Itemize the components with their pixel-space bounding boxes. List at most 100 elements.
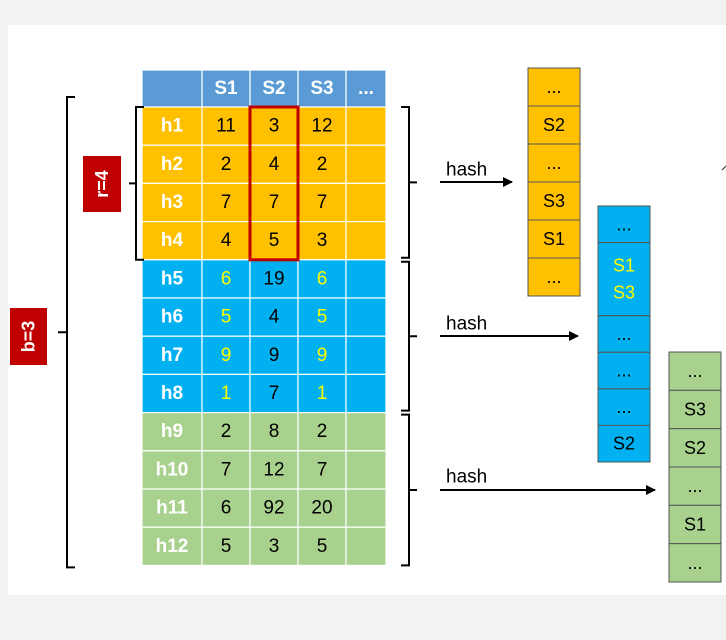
table-header-cell: [201, 69, 251, 108]
table-header-cell: [249, 69, 299, 108]
table-cell: [345, 488, 387, 528]
cell-value: 4: [221, 230, 232, 251]
cell-value: 9: [221, 345, 232, 366]
bucket-item: ...: [687, 361, 702, 381]
table-cell: [345, 412, 387, 452]
cell-value: 9: [317, 345, 328, 366]
rows-per-band-label: r=4: [83, 156, 121, 212]
bucket-item: S2: [543, 115, 565, 135]
table-cell: [201, 221, 251, 261]
table-cell: [297, 373, 347, 414]
table-cell: [297, 297, 347, 337]
cell-value: 2: [317, 421, 328, 442]
hash-label: hash: [446, 467, 487, 488]
bucket-cell: [668, 351, 722, 391]
cell-value: 6: [221, 498, 232, 519]
cell-value: 2: [221, 421, 232, 442]
cell-value: 9: [269, 345, 280, 366]
row-label: h11: [156, 498, 188, 519]
row-label: h10: [156, 459, 189, 480]
bucket-item: ...: [616, 397, 631, 417]
bucket-cell: [527, 219, 581, 259]
bucket-item: ...: [616, 214, 631, 234]
cell-value: 11: [216, 116, 236, 137]
cell-value: 7: [269, 192, 280, 213]
bucket-item: ...: [687, 553, 702, 573]
table-cell: [345, 144, 387, 184]
bucket-item: S1: [684, 515, 706, 535]
cell-value: 92: [263, 498, 284, 519]
rows-per-band-label-text: r=4: [92, 170, 112, 198]
rows-per-band-label-box: [83, 156, 121, 212]
row-label: h5: [161, 268, 184, 289]
hash-label: hash: [446, 314, 487, 335]
table-cell: [201, 182, 251, 223]
row-label: h6: [161, 307, 183, 328]
bucket-item: ...: [546, 77, 561, 97]
cell-value: 7: [317, 192, 328, 213]
table-cell: [201, 488, 251, 528]
cell-value: 1: [221, 383, 232, 404]
bucket-cell: [668, 389, 722, 430]
table-cell: [297, 144, 347, 184]
cell-value: 1: [317, 383, 328, 404]
band3-brace: [401, 413, 417, 567]
table-cell: [297, 488, 347, 528]
cell-value: 3: [269, 116, 280, 137]
table-cell: [345, 221, 387, 261]
cell-value: 3: [317, 230, 328, 251]
cell-value: 2: [221, 154, 232, 175]
table-header-cell: [141, 69, 203, 108]
table-cell: [345, 106, 387, 146]
band2-brace: [401, 260, 417, 412]
table-cell: [201, 259, 251, 299]
table-cell: [141, 488, 203, 528]
bucket-item: ...: [546, 153, 561, 173]
hash-bucket-table-1: ...S2...S3S1...: [527, 67, 581, 297]
table-cell: [249, 221, 299, 261]
column-header-S2: S2: [262, 78, 285, 99]
table-cell: [249, 526, 299, 567]
bucket-item: ...: [687, 476, 702, 496]
cell-value: 7: [221, 192, 232, 213]
bands-brace: [58, 96, 75, 569]
bucket-item: S3: [613, 283, 635, 303]
cell-value: 5: [221, 307, 232, 328]
band1-brace: [401, 106, 417, 259]
bands-count-label-box: [10, 308, 47, 365]
table-header-cell: [345, 69, 387, 108]
bands-count-label: b=3: [10, 308, 47, 365]
row-label: h4: [161, 230, 184, 251]
bucket-cell: [668, 543, 722, 583]
bucket-item: S3: [543, 191, 565, 211]
bucket-cell: [597, 351, 651, 390]
bucket-item: S2: [613, 434, 635, 454]
cell-value: 3: [269, 536, 280, 557]
row-label: h1: [161, 116, 184, 137]
bucket-item: S1: [613, 256, 635, 276]
table-cell: [345, 450, 387, 490]
table-cell: [249, 259, 299, 299]
bucket-cell: [527, 67, 581, 107]
bucket-item: ...: [546, 267, 561, 287]
table-cell: [201, 144, 251, 184]
table-cell: [201, 526, 251, 567]
cell-value: 7: [269, 383, 280, 404]
bucket-item: ...: [616, 324, 631, 344]
cell-value: 6: [221, 268, 232, 289]
table-cell: [141, 259, 203, 299]
cell-value: 4: [269, 154, 280, 175]
rows-brace: [129, 106, 144, 261]
bucket-cell: [527, 257, 581, 297]
bucket-cell: [597, 242, 651, 317]
table-cell: [141, 526, 203, 567]
